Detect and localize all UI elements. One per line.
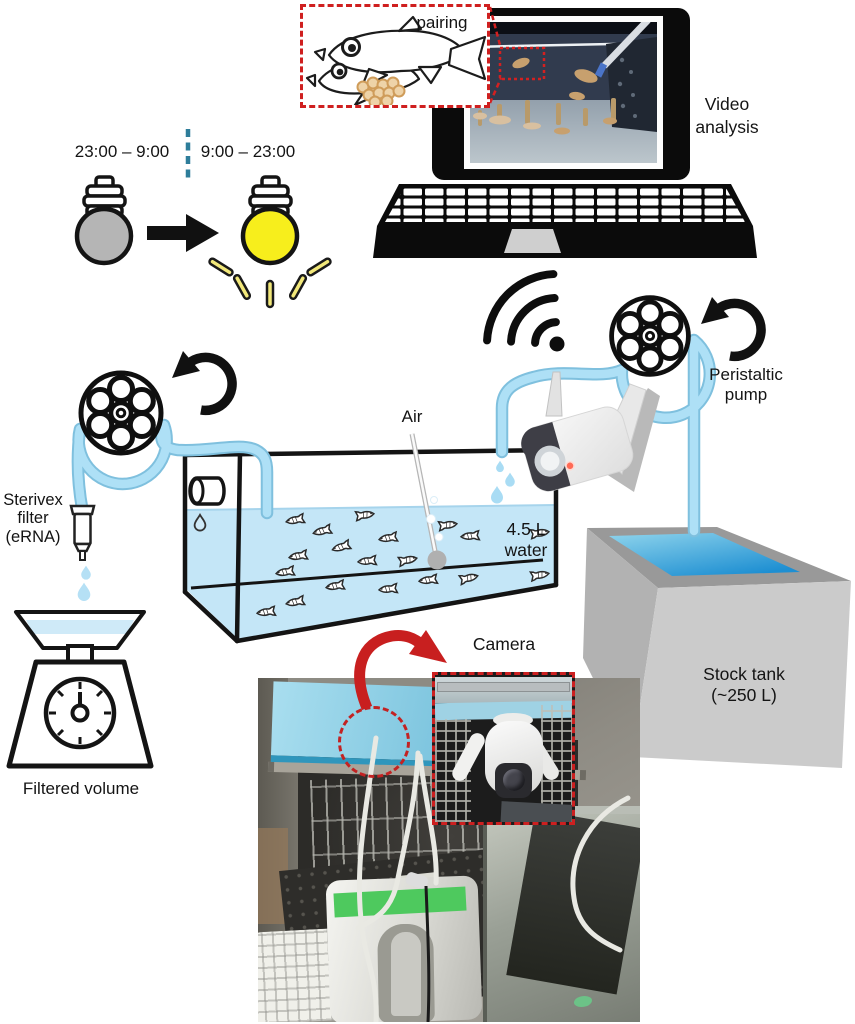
water-drop-icon	[77, 582, 91, 601]
photoperiod-group	[74, 129, 332, 309]
light-period-label: 9:00 – 23:00	[200, 142, 296, 161]
pairing-inset: pairing	[300, 4, 490, 108]
kitchen-scale-icon	[6, 610, 154, 769]
inset-camera-lens	[503, 769, 525, 791]
laptop-icon	[373, 8, 757, 258]
air-stone-icon	[427, 550, 447, 570]
light-bulb-off-icon	[74, 175, 134, 266]
rotation-arrow-icon	[172, 351, 232, 410]
air-label: Air	[401, 407, 423, 426]
inset-connector-lines	[488, 6, 503, 104]
wifi-icon	[483, 270, 565, 352]
video-highlight-box	[498, 46, 546, 81]
photo-pump-handle-inner	[391, 932, 421, 1016]
peristaltic-pump-label: Peristaltic pump	[709, 365, 783, 405]
arrow-right-icon	[147, 214, 219, 252]
rotation-arrow-icon	[701, 297, 761, 356]
light-bulb-on-icon	[208, 175, 332, 309]
light-rays	[208, 257, 332, 309]
filtered-volume-label: Filtered volume	[22, 779, 140, 798]
air-line	[409, 433, 447, 570]
egg-cluster	[356, 76, 406, 105]
sterivex-filter-icon	[69, 504, 96, 601]
camera-label: Camera	[472, 634, 536, 654]
pairing-label: pairing	[416, 13, 468, 32]
laptop-keyboard	[385, 188, 745, 222]
dark-period-label: 23:00 – 9:00	[74, 142, 170, 161]
camera-status-led	[565, 461, 575, 471]
stock-tank-water	[609, 533, 800, 576]
inset-metal-pipe	[437, 682, 570, 692]
laptop-trackpad	[504, 229, 561, 253]
camera-location-highlight	[338, 706, 410, 778]
fish-silhouettes	[473, 57, 617, 135]
water-drop-icon	[81, 565, 91, 580]
stock-tank-label: Stock tank (~250 L)	[703, 664, 785, 705]
video-analysis-label: Video analysis	[695, 94, 759, 137]
peristaltic-pump-icon	[612, 298, 689, 375]
pairing-fish-drawing	[305, 15, 487, 105]
water-volume-label: 4.5 L water	[504, 519, 548, 560]
inflow-drops	[491, 460, 515, 504]
peristaltic-pump-icon	[81, 373, 161, 453]
inset-monitor	[500, 801, 572, 822]
camera-closeup-inset	[432, 672, 575, 825]
security-camera-icon	[521, 371, 660, 492]
shelter-tube-icon	[188, 476, 226, 506]
laptop-screen-video	[470, 22, 657, 163]
fish-tank-icon	[182, 433, 559, 644]
sterivex-filter-label: Sterivex filter (eRNA)	[3, 491, 63, 546]
photo-plant-leaf	[574, 996, 592, 1007]
photo-cables	[355, 735, 631, 1022]
